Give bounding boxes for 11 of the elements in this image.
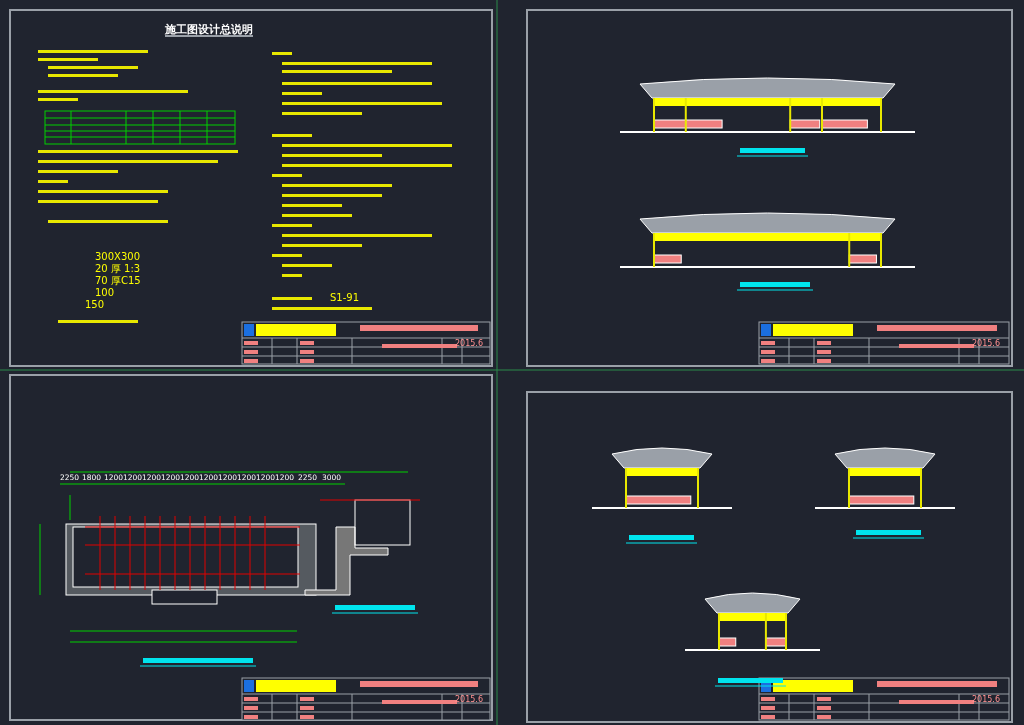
date-text: 2015.6 [455,696,483,704]
date-text: 2015.6 [972,340,1000,348]
note-text: 150 [85,300,105,310]
note-text: S1-91 [330,293,360,303]
note-text: 20 厚 1:3 [95,264,141,274]
note-text: 300X300 [95,252,141,262]
date-text: 2015.6 [972,696,1000,704]
note-text: 100 [95,288,115,298]
date-text: 2015.6 [455,340,483,348]
sheet-heading: 施工图设计总说明 [165,24,253,37]
note-text: 70 厚C15 [95,276,141,286]
